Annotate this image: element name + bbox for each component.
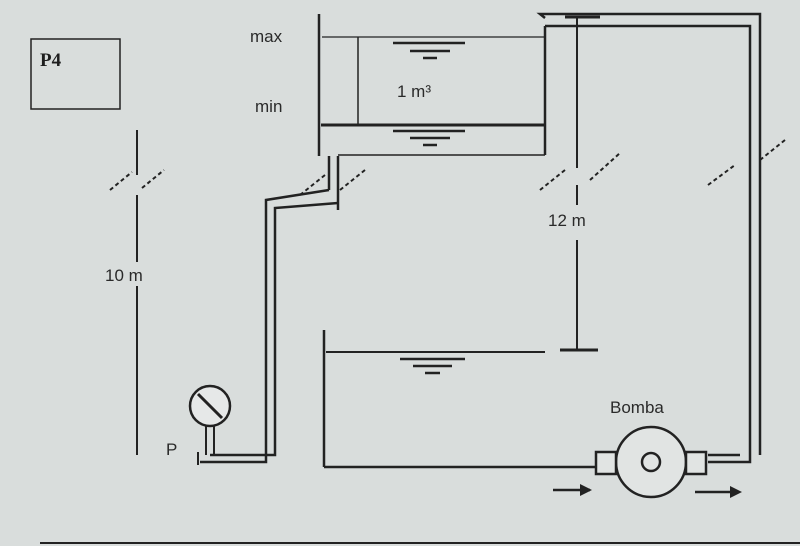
volume-label: 1 m³ [397,82,431,101]
water-level-symbol-max [393,41,465,60]
flow-arrow-out-icon [695,486,742,498]
problem-label: P4 [40,50,62,71]
height-dimension-left: 10 m [103,130,165,455]
flow-arrow-in-icon [553,484,592,496]
problem-label-box: P4 [30,38,121,110]
discharge-pipe [536,12,786,464]
left-pipe [200,156,366,464]
max-label: max [250,27,283,46]
pressure-gauge: P [166,384,232,465]
height-dimension-right: 12 m [539,15,621,352]
upper-tank: max min 1 m³ [250,14,547,156]
lower-tank [322,330,598,469]
height-left-label: 10 m [105,266,143,285]
height-right-label: 12 m [548,211,586,230]
min-label: min [255,97,282,116]
pump: Bomba [553,398,742,499]
water-level-symbol-lower [400,357,465,375]
gauge-label: P [166,440,177,459]
pump-label: Bomba [610,398,664,417]
water-level-symbol-min [393,129,465,147]
